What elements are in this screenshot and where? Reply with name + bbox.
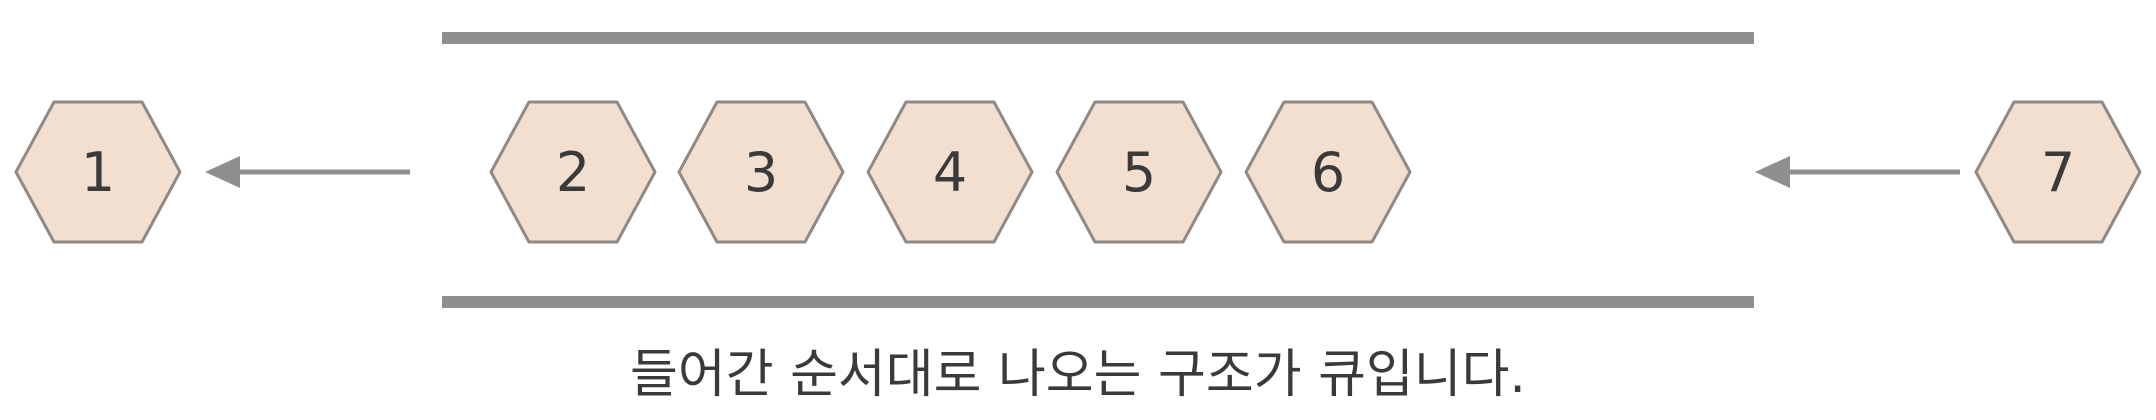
queue-node-7: 7 xyxy=(1974,100,2142,244)
queue-node-5: 5 xyxy=(1055,100,1223,244)
dequeue-arrow xyxy=(205,156,410,188)
queue-node-label: 2 xyxy=(556,141,590,204)
queue-node-label: 4 xyxy=(933,141,967,204)
hexagon-shape xyxy=(677,100,845,244)
hexagon-shape xyxy=(1244,100,1412,244)
queue-node-2: 2 xyxy=(489,100,657,244)
queue-top-rail xyxy=(442,32,1754,44)
queue-node-3: 3 xyxy=(677,100,845,244)
queue-node-4: 4 xyxy=(866,100,1034,244)
queue-node-1: 1 xyxy=(14,100,182,244)
queue-node-label: 7 xyxy=(2041,141,2075,204)
queue-node-label: 5 xyxy=(1122,141,1156,204)
queue-node-label: 3 xyxy=(744,141,778,204)
hexagon-shape xyxy=(866,100,1034,244)
enqueue-arrow xyxy=(1755,156,1960,188)
queue-node-6: 6 xyxy=(1244,100,1412,244)
diagram-caption: 들어간 순서대로 나오는 구조가 큐입니다. xyxy=(630,345,1526,405)
hexagon-shape xyxy=(1055,100,1223,244)
queue-node-label: 1 xyxy=(81,141,115,204)
queue-node-label: 6 xyxy=(1311,141,1345,204)
hexagon-shape xyxy=(489,100,657,244)
hexagon-shape xyxy=(14,100,182,244)
hexagon-shape xyxy=(1974,100,2142,244)
queue-bottom-rail xyxy=(442,296,1754,308)
